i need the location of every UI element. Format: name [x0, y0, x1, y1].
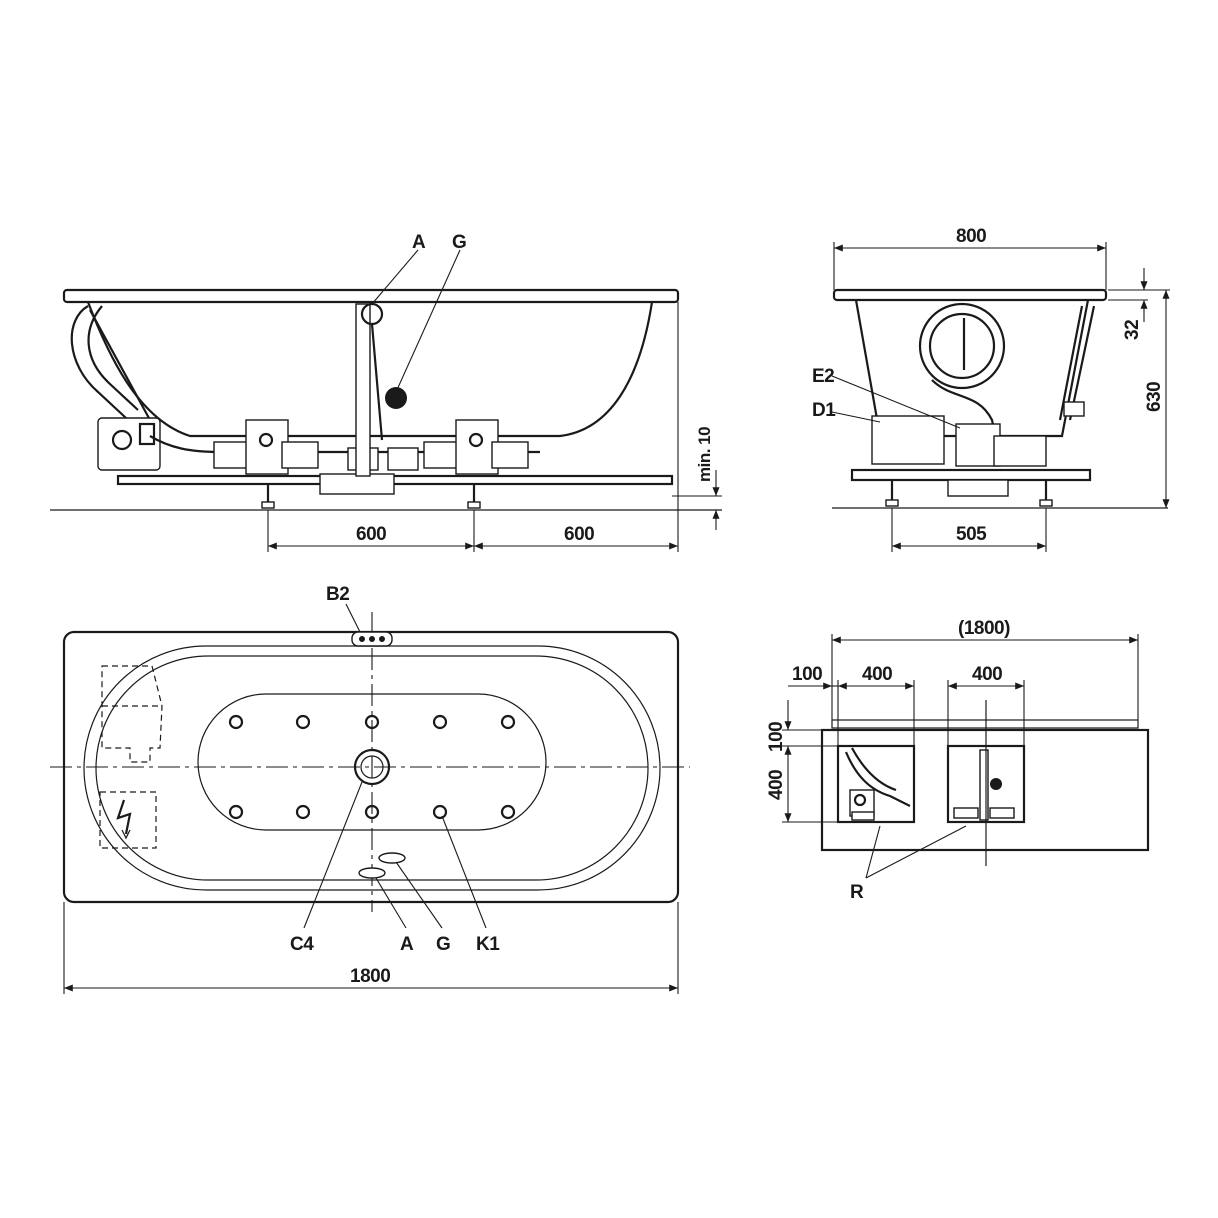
leader-b2	[345, 603, 361, 633]
tub-rim	[62, 288, 680, 304]
overflow-pipe	[355, 303, 371, 477]
side-view: A G 600 600 min. 10	[50, 232, 722, 552]
dim-panel-left-label: 400	[862, 664, 892, 685]
callout-e2: E2	[812, 366, 834, 387]
leader-k1	[441, 815, 487, 929]
unit-e2	[993, 435, 1047, 467]
jet	[228, 804, 244, 820]
hazard-box	[99, 791, 157, 849]
callout-a: A	[412, 232, 426, 253]
pump-hidden-outline	[101, 665, 163, 763]
jet	[228, 714, 244, 730]
dim-height-label: 630	[1144, 382, 1165, 412]
overflow-a	[358, 867, 386, 879]
hose-loop	[918, 302, 1006, 390]
leader-e2	[831, 375, 961, 429]
jet	[364, 714, 380, 730]
callout-d1: D1	[812, 400, 836, 421]
unit-d1	[871, 415, 945, 465]
jet	[295, 804, 311, 820]
dim-panel-height-label: 400	[766, 770, 787, 800]
drain-box	[319, 473, 395, 495]
callout-c4: C4	[290, 934, 314, 955]
jet	[500, 804, 516, 820]
jet	[500, 714, 516, 730]
leader-r-1	[865, 825, 881, 879]
callout-g: G	[452, 232, 466, 253]
access-wall	[820, 728, 1150, 852]
access-panel-left	[836, 744, 916, 824]
dim-min-gap-label: min. 10	[695, 427, 714, 482]
callout-b2: B2	[326, 584, 349, 605]
electrical-hazard-icon	[116, 799, 132, 840]
dim-feet-label: 505	[956, 524, 987, 545]
tub-outline	[62, 630, 680, 904]
drain-c4	[353, 748, 391, 786]
feet	[261, 484, 481, 509]
handshower-g	[378, 852, 406, 864]
leader-r-2	[865, 825, 967, 879]
dim-panel-right-label: 400	[972, 664, 1002, 685]
top-view: B2 C4 A G K1 1800	[50, 584, 690, 994]
jet	[364, 804, 380, 820]
dim-width-label: 800	[956, 226, 986, 247]
leader-a	[371, 249, 419, 305]
valve-group-3	[423, 419, 529, 475]
end-rim	[832, 288, 1108, 302]
leader-a-top	[375, 877, 407, 929]
leader-c4	[303, 781, 363, 929]
access-view: R (1800) 100 400 400 100 400	[766, 618, 1150, 903]
leader-g-top	[395, 861, 443, 929]
jet	[432, 714, 448, 730]
base-frame	[116, 474, 674, 486]
dim-right-600-label: 600	[564, 524, 594, 545]
tub-basin	[86, 301, 654, 438]
leader-d1	[831, 411, 881, 423]
dim-top-offset-label: 100	[766, 722, 787, 752]
leader-g	[395, 249, 461, 393]
dim-offset-label: 100	[792, 664, 822, 685]
callout-k1: K1	[476, 934, 500, 955]
jet	[295, 714, 311, 730]
valve-group-1	[213, 419, 319, 475]
callout-a-top: A	[400, 934, 414, 955]
left-hose	[70, 305, 127, 419]
dim-rim-label: 32	[1122, 320, 1143, 340]
handshower-head	[385, 387, 407, 409]
access-rim	[831, 719, 1139, 729]
dim-length-label: 1800	[350, 966, 390, 987]
end-base	[850, 468, 1092, 482]
end-view: E2 D1 800 32 630 505	[812, 226, 1170, 552]
dim-left-600-label: 600	[356, 524, 386, 545]
callout-g-top: G	[436, 934, 450, 955]
jets-top-row	[228, 714, 516, 730]
jets-bottom-row	[228, 804, 516, 820]
dim-total-label: (1800)	[958, 618, 1010, 639]
callout-r: R	[850, 882, 864, 903]
jet	[432, 804, 448, 820]
